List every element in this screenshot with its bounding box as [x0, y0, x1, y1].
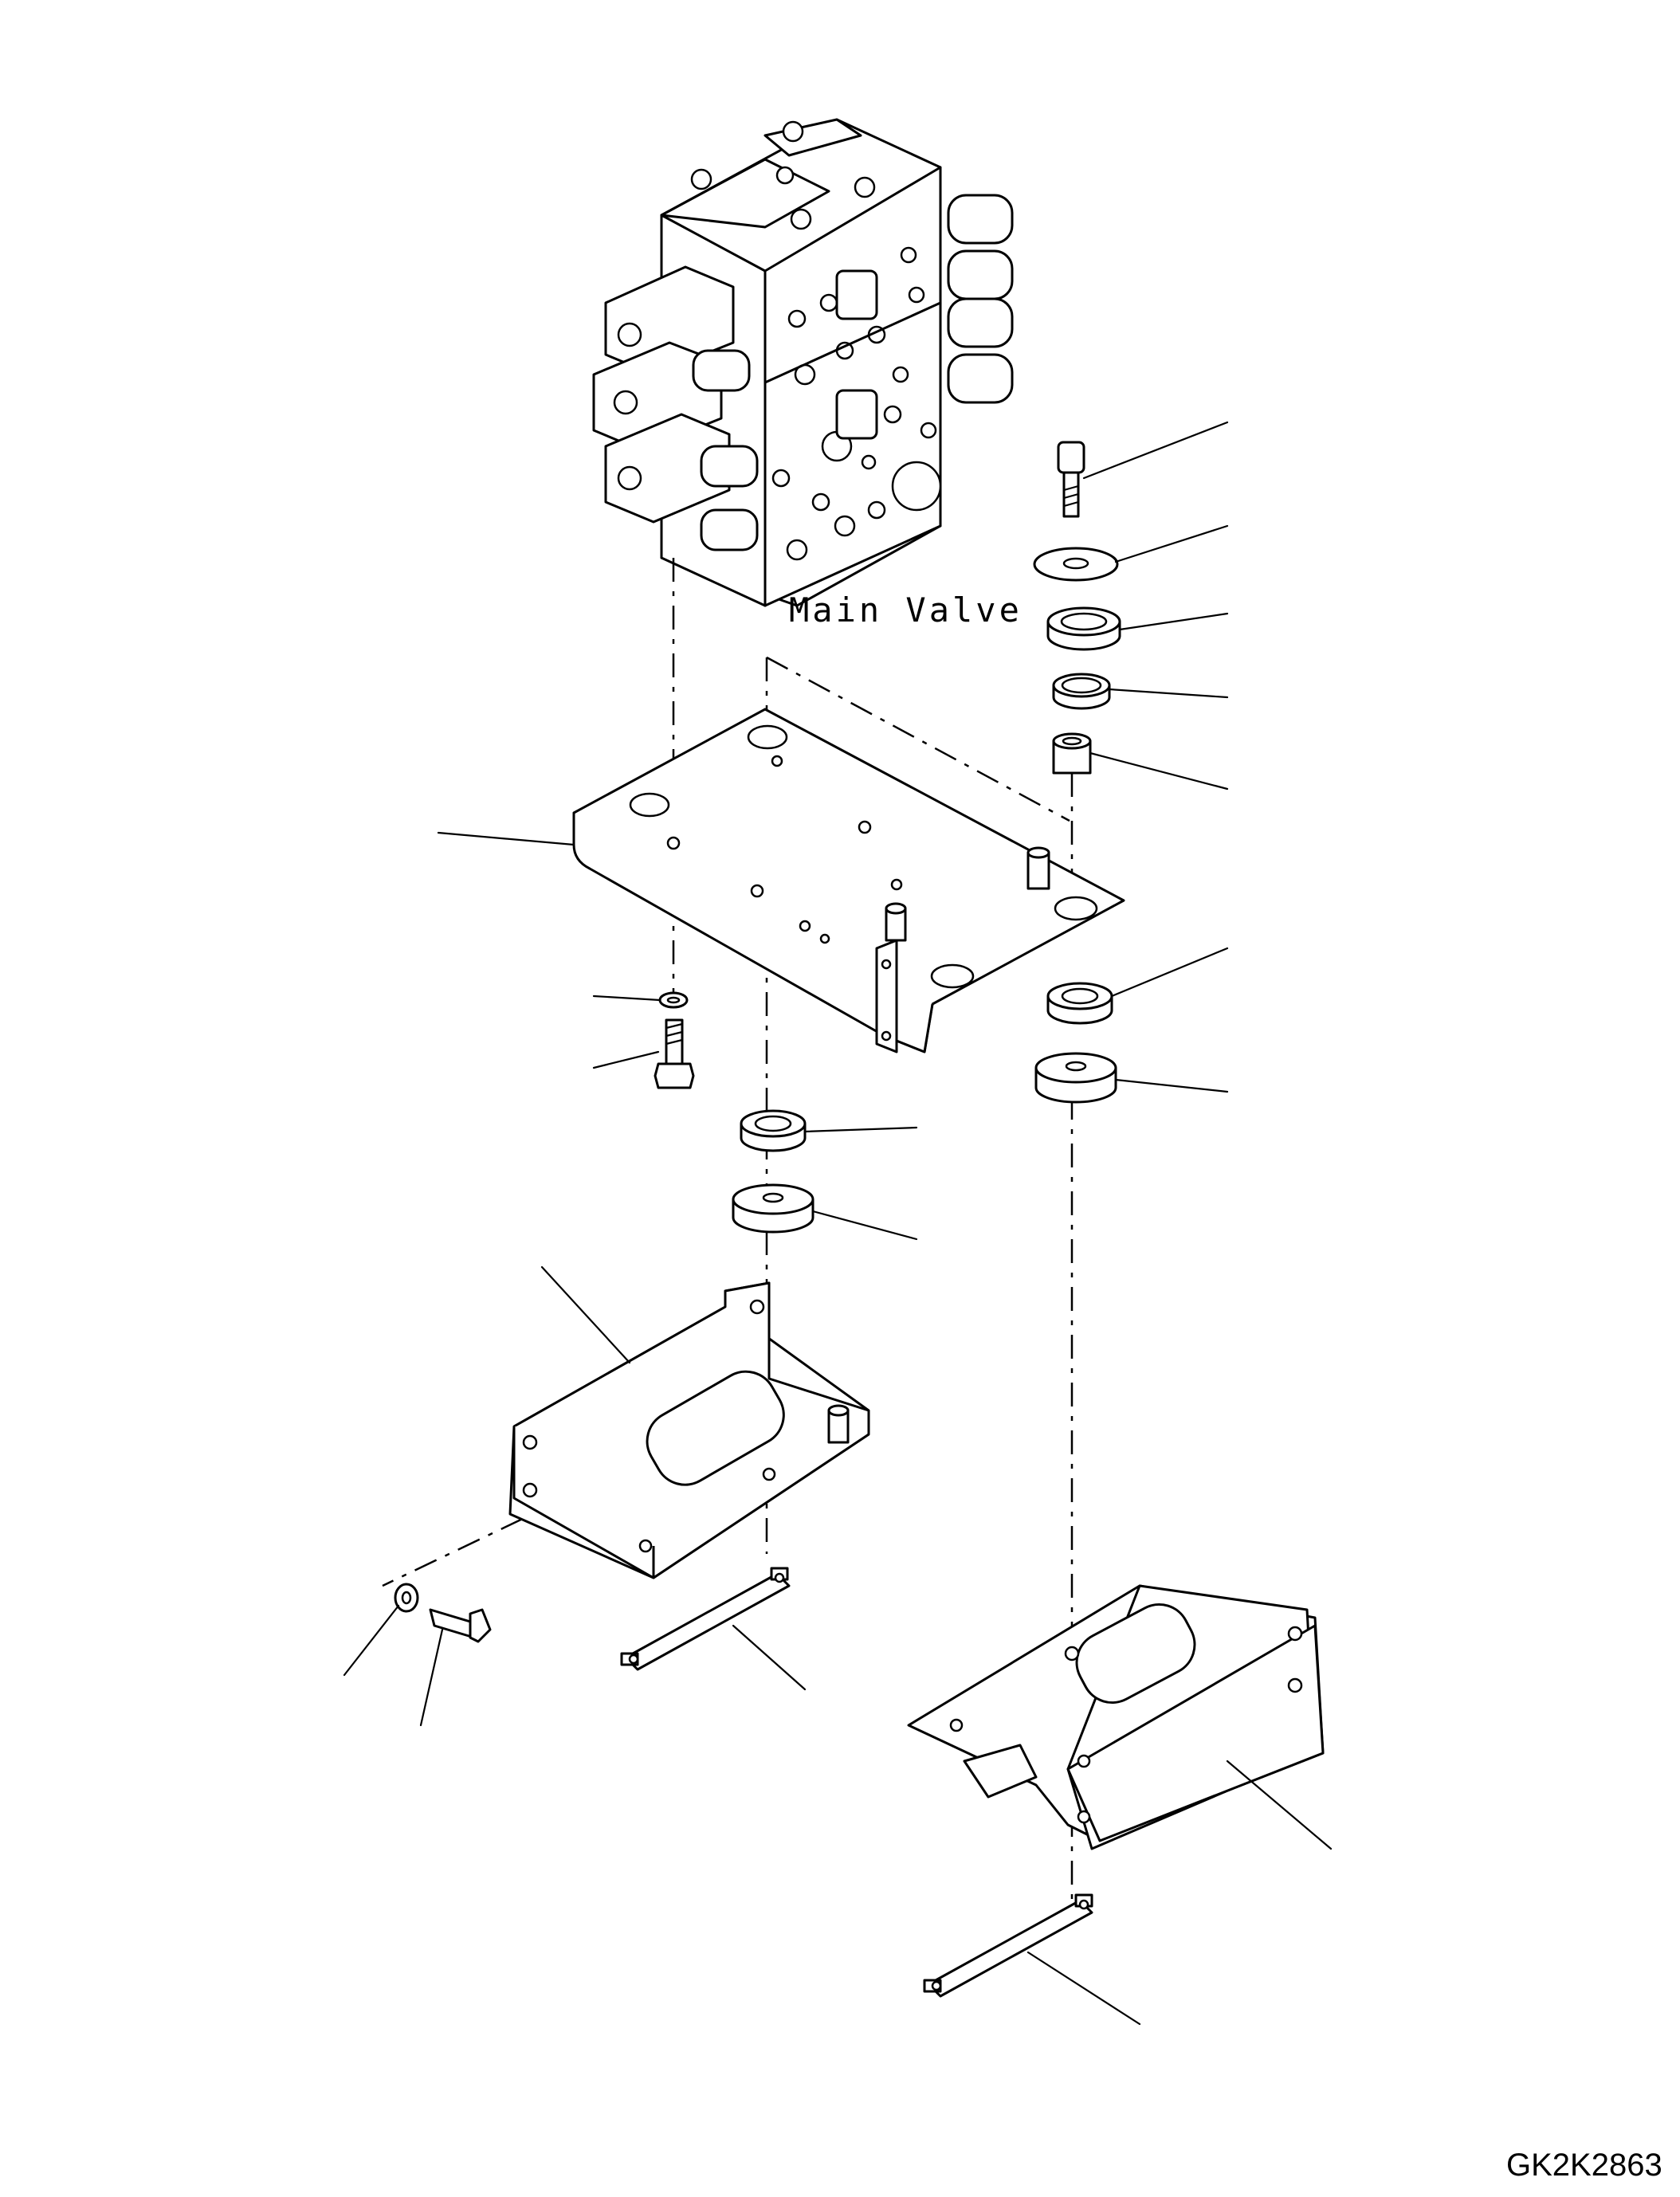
bolt-top-right — [1057, 441, 1085, 518]
strap-right — [923, 1893, 1093, 1998]
cushion-center — [732, 1183, 814, 1234]
bushing-right — [1046, 982, 1113, 1025]
leader-lines — [343, 421, 1333, 2026]
main-valve-label: Main Valve — [789, 590, 1023, 630]
strap-left — [620, 1567, 791, 1671]
bracket-right — [907, 1584, 1325, 1850]
bolt-far-left — [429, 1608, 492, 1643]
small-washer-far-left — [394, 1583, 419, 1613]
bracket-left — [508, 1281, 870, 1579]
bushing-top-right — [1046, 606, 1121, 651]
main-valve-assembly — [592, 118, 1014, 607]
washer-top-right — [1033, 547, 1119, 582]
bolt-left — [654, 1018, 695, 1089]
cushion-right — [1034, 1052, 1117, 1104]
bushing-center — [740, 1109, 807, 1152]
figure-code: GK2K2863 — [1506, 2148, 1662, 2183]
mounting-plate — [572, 708, 1125, 1053]
ring-top-right — [1052, 673, 1111, 710]
spacer-top-right — [1052, 732, 1092, 775]
small-washer-left — [658, 991, 689, 1009]
